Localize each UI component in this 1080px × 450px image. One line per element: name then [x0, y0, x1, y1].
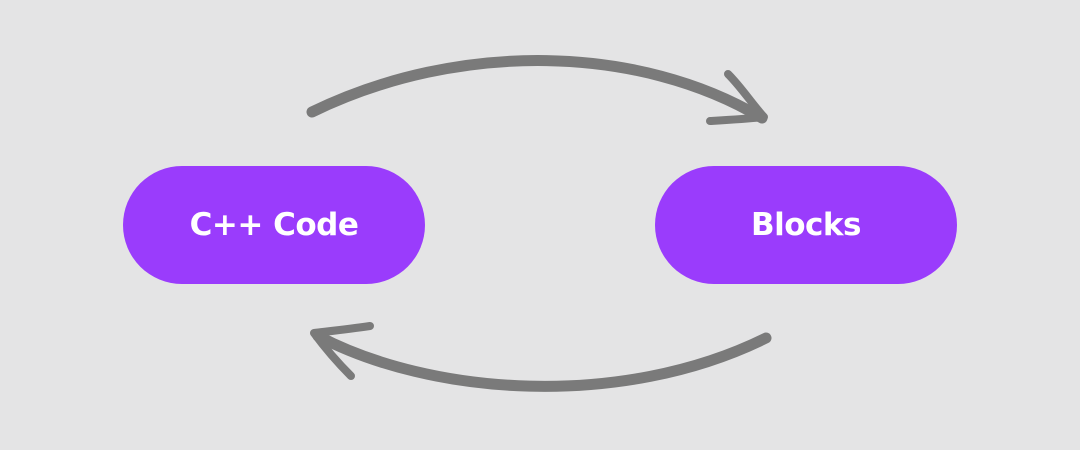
arrow-top-head — [706, 70, 768, 125]
arrow-code-to-blocks — [306, 55, 768, 125]
node-cpp-code-label: C++ Code — [189, 207, 359, 243]
arrow-bottom-shaft — [312, 330, 772, 392]
node-blocks-label: Blocks — [751, 207, 862, 243]
node-blocks: Blocks — [655, 166, 957, 284]
arrow-top-shaft — [306, 55, 768, 124]
node-cpp-code: C++ Code — [123, 166, 425, 284]
arrow-blocks-to-code — [310, 322, 772, 392]
arrow-bottom-head — [310, 322, 374, 380]
